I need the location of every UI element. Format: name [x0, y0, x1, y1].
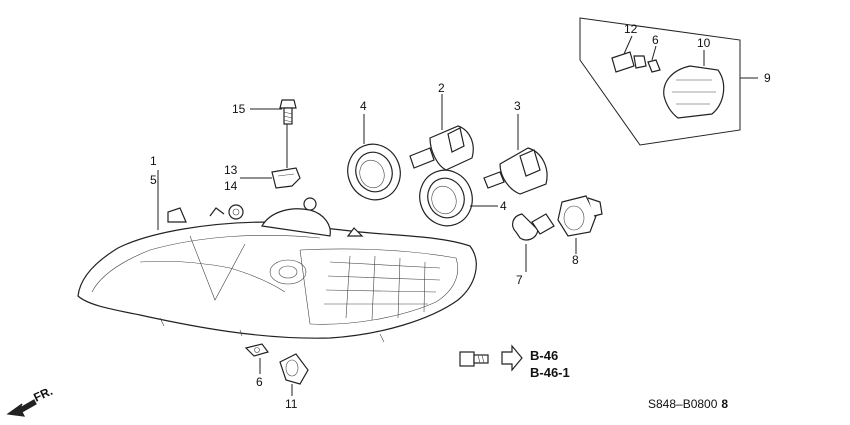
- callout-7: 7: [516, 273, 523, 287]
- front-direction-arrow: [6, 399, 37, 417]
- callout-5: 5: [150, 173, 157, 187]
- bulb-seal-lower: [419, 169, 473, 227]
- callout-3: 3: [514, 99, 521, 113]
- clip-6: [244, 343, 270, 357]
- callout-10: 10: [697, 36, 711, 50]
- callout-8: 8: [572, 253, 579, 267]
- bolt-15: [279, 99, 297, 125]
- halogen-bulb-3: [483, 147, 548, 195]
- callout-12: 12: [624, 22, 638, 36]
- callout-15: 15: [232, 102, 246, 116]
- bulb-7: [512, 213, 555, 241]
- halogen-bulb-2: [409, 125, 474, 171]
- socket-11: [279, 353, 309, 385]
- reference-b46[interactable]: B-46: [530, 348, 558, 363]
- headlight-housing: [77, 197, 477, 343]
- bracket-13-14: [271, 167, 301, 189]
- callout-6-clip: 6: [256, 375, 263, 389]
- callout-4-lower: 4: [500, 199, 507, 213]
- side-marker-group: [579, 17, 741, 146]
- callout-13: 13: [224, 163, 238, 177]
- arrow-icon: [501, 344, 523, 372]
- callout-2: 2: [438, 81, 445, 95]
- diagram-code-main: S848–B0800: [648, 397, 718, 411]
- callout-6-marker: 6: [652, 33, 659, 47]
- callout-14: 14: [224, 179, 238, 193]
- callout-4-upper: 4: [360, 99, 367, 113]
- callout-11: 11: [285, 397, 298, 411]
- callout-1: 1: [150, 154, 157, 168]
- callout-9: 9: [764, 71, 771, 85]
- leader-lines: [157, 35, 758, 396]
- diagram-code-suffix: 8: [721, 397, 728, 411]
- socket-8: [557, 195, 603, 237]
- bulb-seal-upper: [347, 143, 401, 201]
- front-direction-label: FR.: [31, 384, 54, 405]
- reference-b46-1[interactable]: B-46-1: [530, 365, 570, 380]
- bolt-icon: [459, 351, 489, 367]
